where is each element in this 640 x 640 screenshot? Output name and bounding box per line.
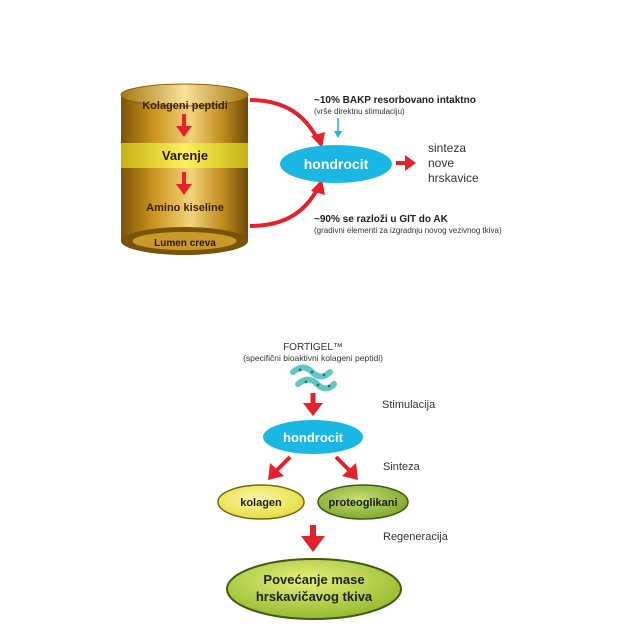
- product-subtitle: (specifični bioaktivni kolageni peptidi): [243, 353, 383, 363]
- arrow-breakdown-head: [311, 179, 325, 195]
- digestion-band: [121, 143, 248, 168]
- result-cartilage-mass: [226, 558, 402, 620]
- peptide-chain-icon: [290, 364, 337, 392]
- note-intact-absorption: ~10% BAKP resorbovano intaktno: [314, 95, 476, 106]
- arrow-to-proteoglycans: [334, 455, 352, 473]
- step-synthesis: Sinteza: [383, 461, 421, 473]
- gut-lumen-base: [132, 232, 237, 250]
- step-regeneration: Regeneracija: [383, 531, 449, 543]
- arrow-regeneration-head: [301, 536, 325, 552]
- label-gut-lumen: Lumen creva: [154, 238, 216, 249]
- node-proteoglycans: [317, 484, 409, 520]
- node-collagen-label: kolagen: [240, 497, 282, 509]
- arrow-breakdown: [249, 187, 320, 228]
- node-collagen: [217, 484, 305, 520]
- cyan-arrow-head: [334, 131, 342, 138]
- result-line-1: Povećanje mase: [263, 572, 364, 587]
- note-direct-stimulation: (vrše direktnu stimulaciju): [314, 107, 405, 116]
- result-top-line-2: nove: [428, 156, 454, 170]
- note-building-blocks: (gradivni elementi za izgradnju novog ve…: [314, 226, 502, 235]
- result-top-line-3: hrskavice: [428, 171, 479, 185]
- result-top: sinteza nove hrskavice: [428, 141, 479, 185]
- cylinder-down-arrow-2: [176, 172, 192, 195]
- result-line-2: hrskavičavog tkiva: [256, 589, 373, 604]
- chondrocyte-top: [280, 145, 392, 183]
- step-stimulation: Stimulacija: [382, 399, 436, 411]
- arrow-stimulation-head: [303, 403, 323, 416]
- arrow-to-collagen-head: [268, 463, 284, 480]
- label-collagen-peptides: Kolageni peptidi: [142, 100, 228, 112]
- arrow-to-proteoglycans-head: [342, 463, 358, 480]
- arrow-to-synthesis-head: [405, 155, 416, 171]
- arrow-intact-absorption-head: [311, 132, 325, 148]
- arrow-intact-absorption: [249, 98, 320, 141]
- note-breakdown: ~90% se razloži u GIT do AK: [314, 214, 449, 225]
- node-proteoglycans-label: proteoglikani: [328, 497, 397, 509]
- label-amino-acids: Amino kiseline: [146, 202, 224, 214]
- chondrocyte-bottom-label: hondrocit: [283, 430, 344, 445]
- result-top-line-1: sinteza: [428, 141, 466, 155]
- label-digestion: Varenje: [162, 148, 208, 163]
- chondrocyte-bottom: [263, 420, 363, 454]
- product-name: FORTIGEL™: [283, 342, 343, 353]
- chondrocyte-top-label: hondrocit: [304, 156, 369, 172]
- arrow-to-collagen: [274, 455, 292, 473]
- cylinder-down-arrow-1: [176, 114, 192, 137]
